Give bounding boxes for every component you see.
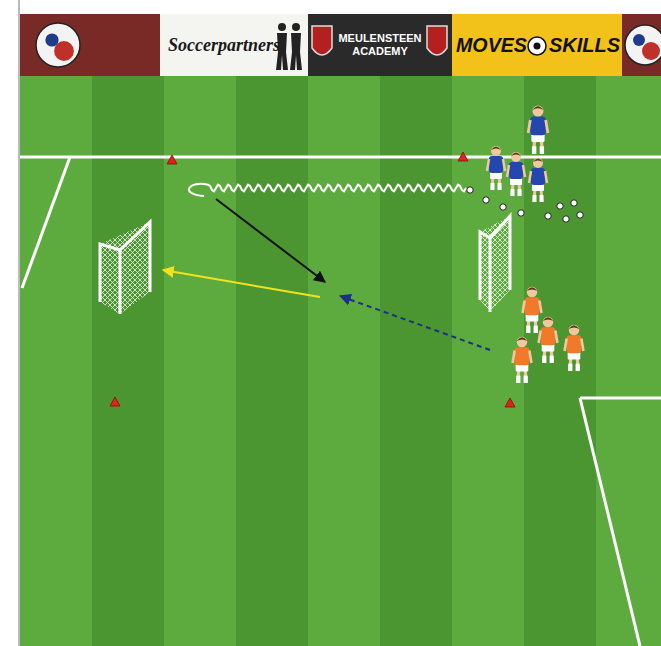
ball xyxy=(545,213,551,219)
ball-logo xyxy=(625,25,661,65)
player xyxy=(507,152,525,196)
player xyxy=(528,106,548,154)
run-arrow xyxy=(340,296,490,350)
pitch-line xyxy=(22,157,70,288)
ball xyxy=(467,187,473,193)
cone xyxy=(505,398,515,407)
grass-stripe xyxy=(524,76,596,646)
grass-stripe xyxy=(596,76,661,646)
grass-stripe xyxy=(236,76,308,646)
grass-stripe xyxy=(164,76,236,646)
player xyxy=(539,317,558,363)
cone xyxy=(110,397,120,406)
brand-word: MOVES xyxy=(456,34,527,57)
ball xyxy=(571,200,577,206)
pitch-line xyxy=(20,156,661,159)
goal xyxy=(100,222,150,314)
pitch-line xyxy=(580,398,640,646)
grass-stripe xyxy=(20,76,92,646)
ball-icon-patch xyxy=(534,43,541,50)
ball xyxy=(500,204,506,210)
player xyxy=(523,287,542,333)
player xyxy=(529,158,547,202)
ball xyxy=(483,197,489,203)
banner-margin xyxy=(20,0,661,14)
banner-panel xyxy=(160,14,308,76)
sponsor-wordmark: Soccerpartners xyxy=(168,35,280,56)
grass-stripe xyxy=(380,76,452,646)
ball xyxy=(577,212,583,218)
dribble-path xyxy=(189,184,466,196)
goal xyxy=(480,216,510,312)
pitch-line xyxy=(580,397,661,400)
brand-word: SKILLS xyxy=(549,34,620,57)
banner-panel xyxy=(308,14,452,76)
academy-crest xyxy=(427,26,447,55)
player-silhouette xyxy=(290,23,302,70)
grass-stripe xyxy=(92,76,164,646)
frame-edge xyxy=(19,0,20,646)
cone xyxy=(458,152,468,161)
ball xyxy=(563,216,569,222)
pass-arrow xyxy=(216,199,325,282)
player xyxy=(487,146,505,190)
ball-icon xyxy=(528,37,546,55)
ball xyxy=(518,210,524,216)
grass-stripe xyxy=(452,76,524,646)
academy-crest xyxy=(312,26,332,55)
banner-panel xyxy=(20,14,160,76)
player xyxy=(565,325,584,371)
ball-logo xyxy=(36,23,80,67)
player xyxy=(513,337,532,383)
shot-arrow xyxy=(163,270,320,297)
academy-name: MEULENSTEEN ACADEMY xyxy=(334,32,426,57)
banner-panel xyxy=(452,14,622,76)
cone xyxy=(167,155,177,164)
ball xyxy=(557,203,563,209)
grass-stripe xyxy=(308,76,380,646)
